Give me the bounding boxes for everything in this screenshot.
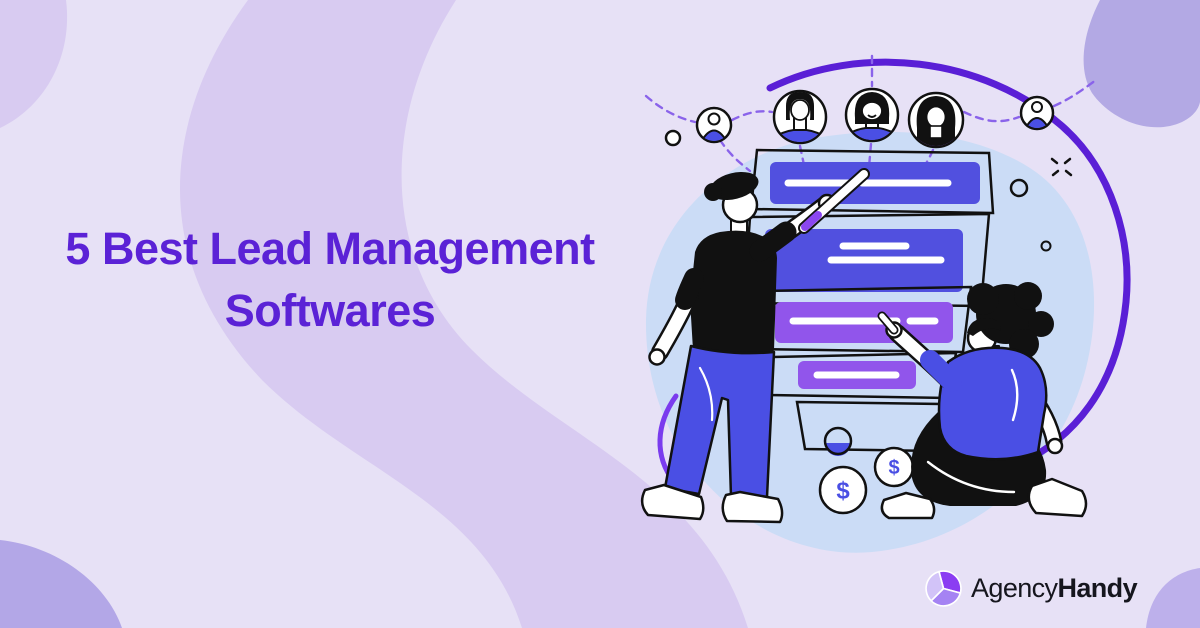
shoe [640, 483, 705, 521]
man-figure [640, 168, 870, 524]
brand-name-bold: Handy [1057, 573, 1137, 603]
brand-name-regular: Agency [971, 573, 1058, 603]
page-title-line-2: Softwares [224, 285, 436, 337]
sparkle-icon [1050, 157, 1073, 177]
svg-text:$: $ [836, 478, 850, 505]
top-right-blob [1083, 0, 1200, 128]
svg-text:$: $ [888, 457, 899, 479]
bottom-left-blob [0, 540, 122, 628]
lead-card-1 [749, 148, 995, 215]
shoe [1027, 477, 1088, 518]
man-pants [663, 344, 776, 499]
woman-tshirt [937, 346, 1048, 461]
decor [664, 129, 1073, 252]
woman-figure [877, 282, 1088, 520]
dot-circle [1040, 240, 1052, 252]
brand-name: AgencyHandy [971, 573, 1138, 604]
woman-afro-hair [967, 282, 1054, 359]
shoe [880, 491, 936, 520]
person-icon [695, 106, 733, 144]
pen-icon [798, 168, 870, 234]
dollar-coin-icon: $ [873, 446, 915, 488]
lead-board [742, 148, 995, 456]
person-icon [1019, 95, 1055, 131]
avatar-bubbles [695, 87, 1055, 149]
brand-logo: AgencyHandy [925, 570, 1138, 607]
large-swoosh-stroke [766, 58, 1131, 476]
page-title-line-1: 5 Best Lead Management [65, 223, 595, 274]
agencyhandy-logo-icon [925, 570, 962, 607]
shoe [721, 490, 784, 524]
dot-circle [664, 129, 682, 147]
woman-long-hair-avatar-icon [907, 91, 965, 149]
dot-circle [1009, 178, 1029, 198]
top-left-corner-blob [0, 0, 68, 128]
dollar-coin-icon: $ [818, 465, 868, 515]
page-title: 5 Best Lead Management Softwares [28, 218, 632, 342]
man-tshirt [690, 230, 777, 362]
dashed-connectors [644, 54, 1098, 195]
diagonal-band-blob [179, 0, 748, 628]
bottom-right-corner-blob [1146, 568, 1200, 628]
